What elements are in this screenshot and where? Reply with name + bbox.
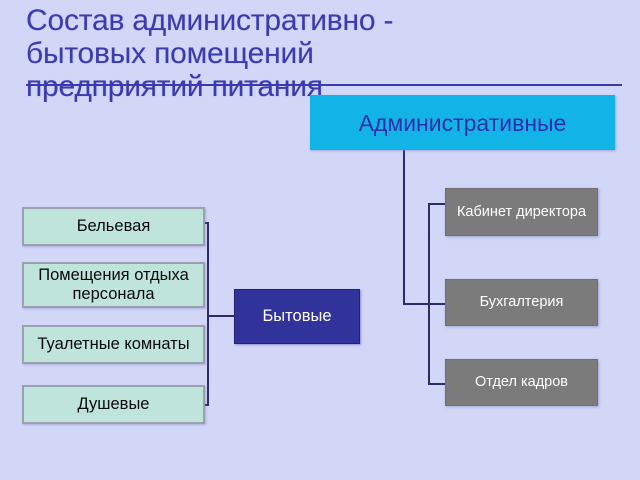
node-administrative-label: Административные xyxy=(358,109,567,136)
node-toilet-rooms-label: Туалетные комнаты xyxy=(37,335,190,353)
connector-administrative-drop xyxy=(403,150,405,305)
connector-household-to-node xyxy=(207,315,235,317)
node-showers-label: Душевые xyxy=(77,395,150,413)
node-household-label: Бытовые xyxy=(262,307,332,325)
node-accounting[interactable]: Бухгалтерия xyxy=(445,279,598,326)
node-showers[interactable]: Душевые xyxy=(22,385,205,424)
node-household[interactable]: Бытовые xyxy=(234,289,360,344)
node-director-office[interactable]: Кабинет директора xyxy=(445,188,598,236)
node-hr-department[interactable]: Отдел кадров xyxy=(445,359,598,406)
node-hr-department-label: Отдел кадров xyxy=(475,374,568,390)
node-linen-room[interactable]: Бельевая xyxy=(22,207,205,246)
connector-administrative-spine xyxy=(428,203,430,385)
connector-administrative-elbow xyxy=(403,303,430,305)
connector-household-spine xyxy=(207,222,209,406)
title-underline-rule xyxy=(26,84,622,86)
connector-administrative-stub-3 xyxy=(428,383,446,385)
connector-administrative-stub-1 xyxy=(428,203,446,205)
node-toilet-rooms[interactable]: Туалетные комнаты xyxy=(22,325,205,364)
connector-administrative-stub-2 xyxy=(428,303,446,305)
node-staff-rest-rooms[interactable]: Помещения отдыха персонала xyxy=(22,262,205,308)
node-staff-rest-rooms-label: Помещения отдыха персонала xyxy=(38,266,189,303)
node-accounting-label: Бухгалтерия xyxy=(479,294,564,310)
node-linen-room-label: Бельевая xyxy=(76,217,151,235)
node-administrative[interactable]: Административные xyxy=(310,95,615,150)
page-title: Состав административно - бытовых помещен… xyxy=(26,4,394,103)
node-director-office-label: Кабинет директора xyxy=(456,203,587,220)
